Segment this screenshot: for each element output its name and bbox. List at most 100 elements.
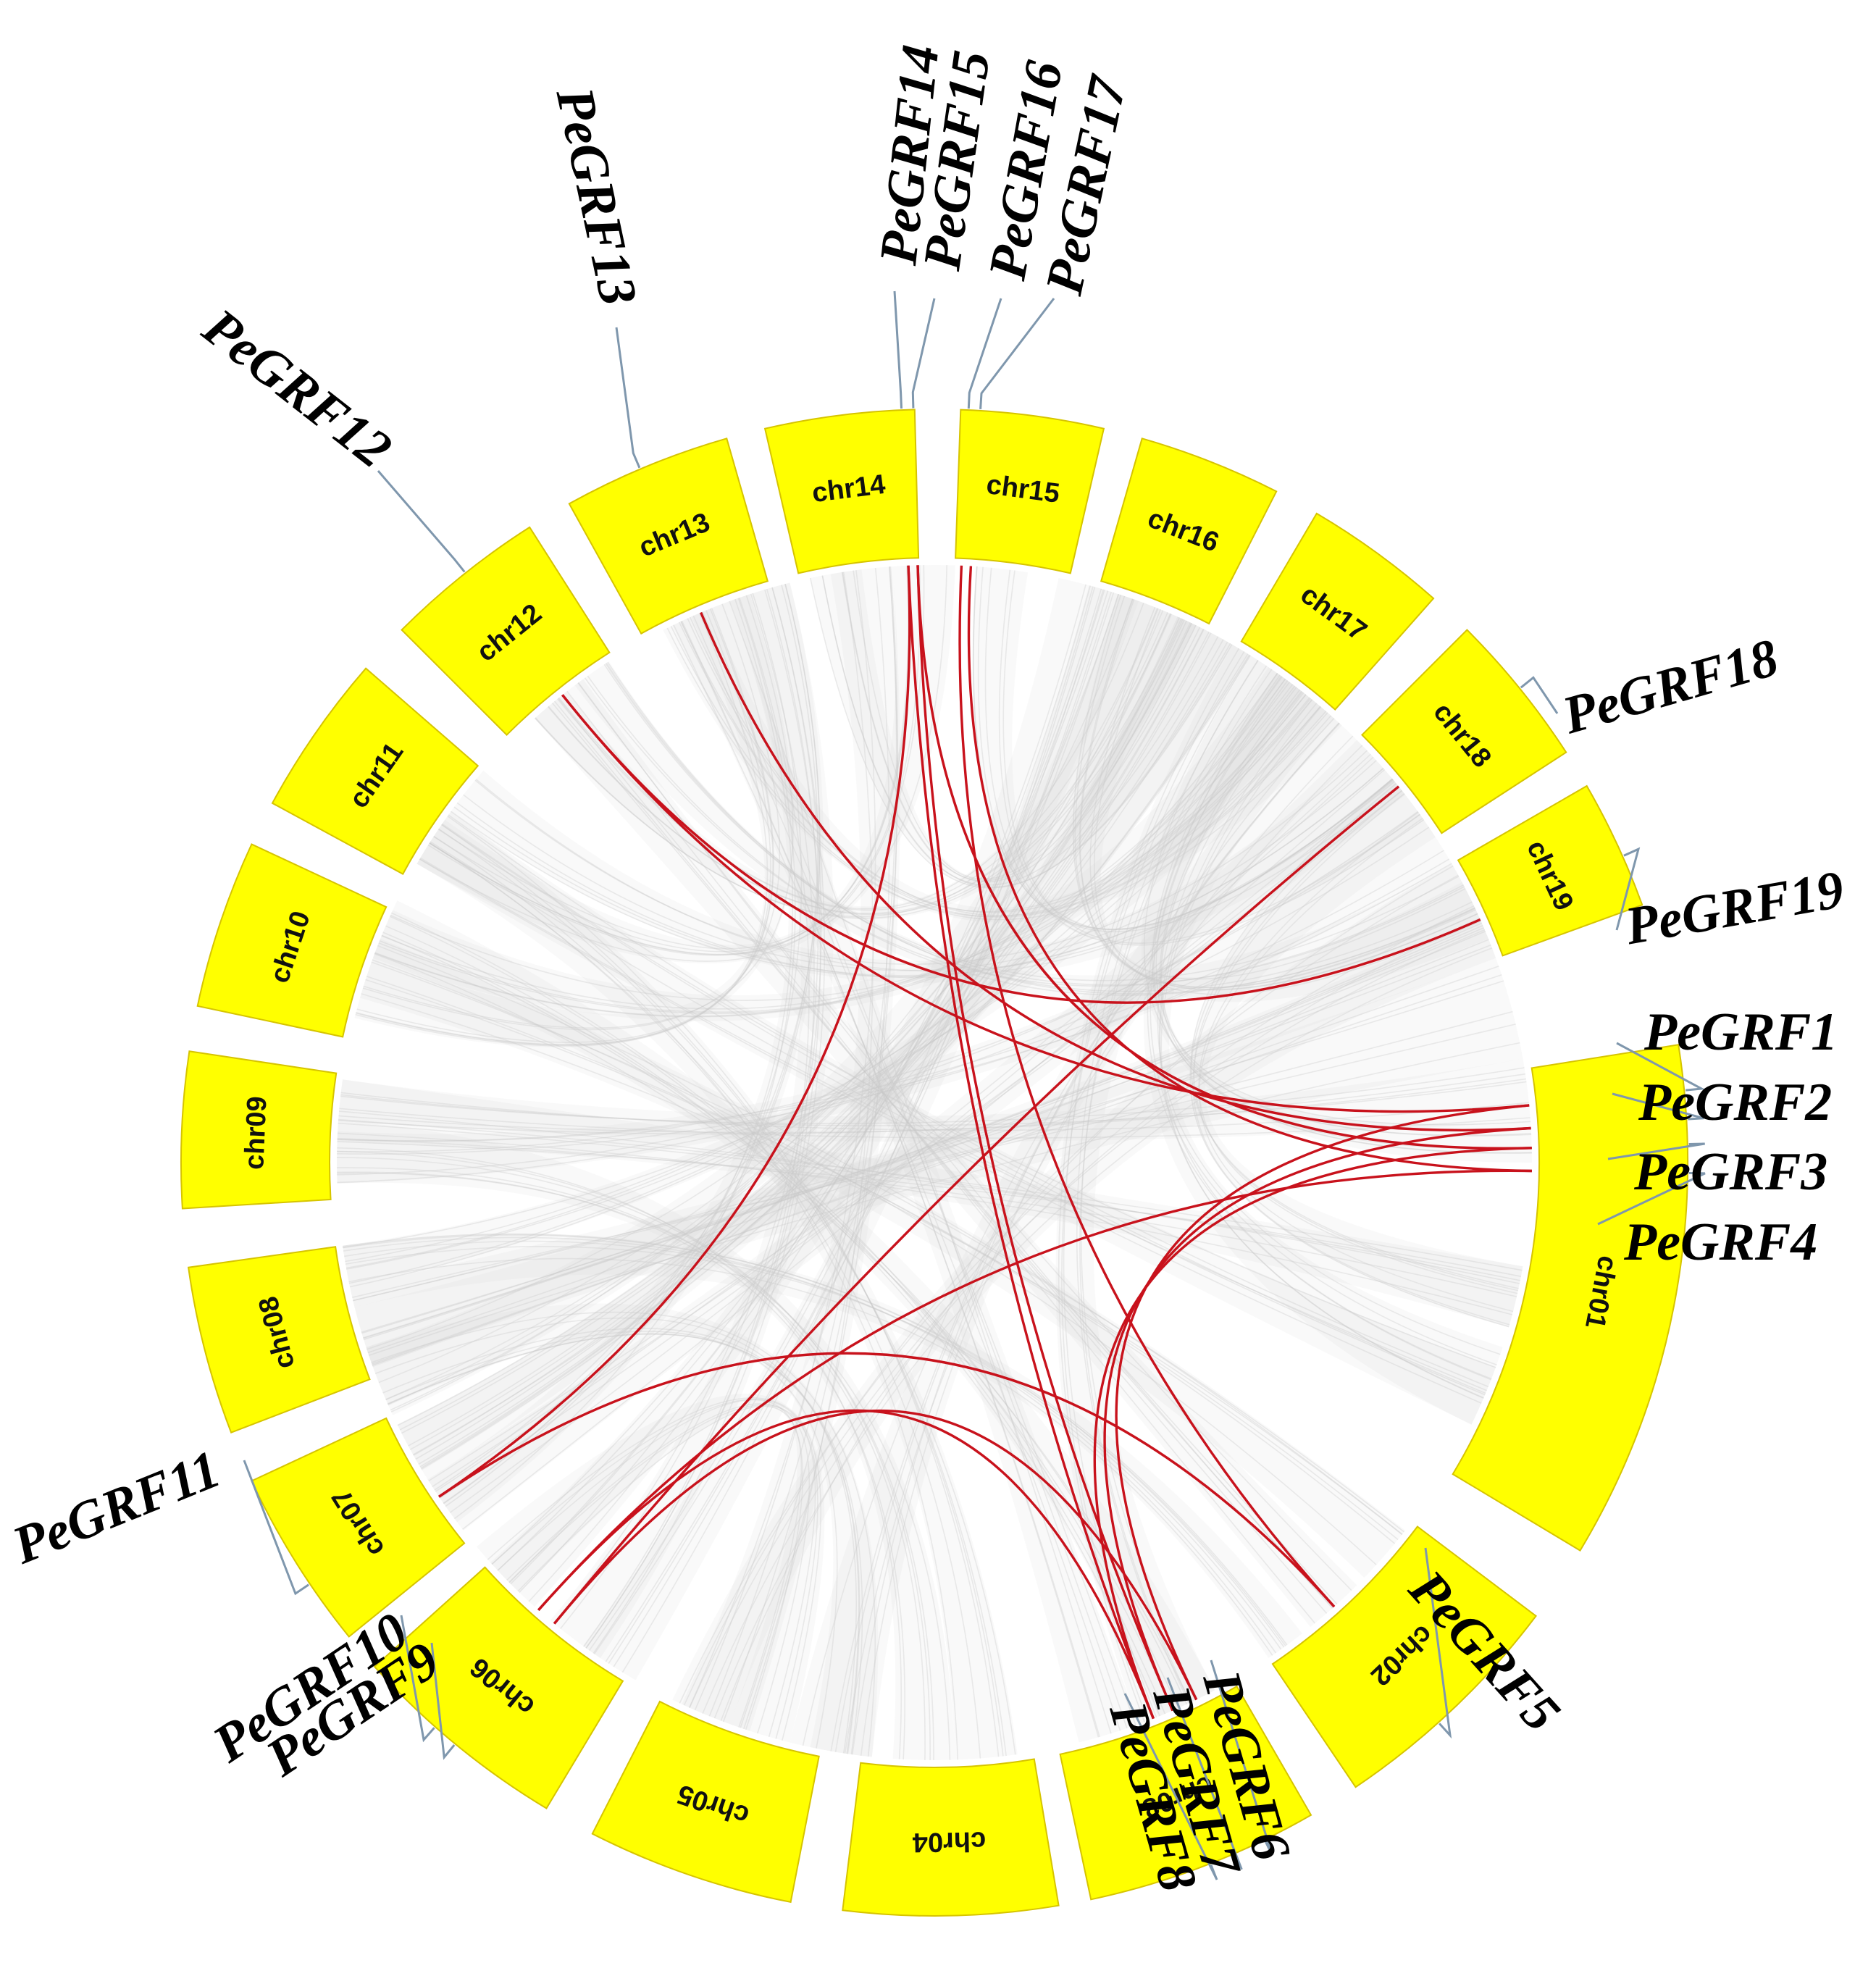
background-link-band: [337, 1079, 1523, 1328]
background-link-line: [972, 566, 1394, 930]
background-link-band: [350, 958, 1523, 1368]
background-link-line: [491, 1398, 818, 1739]
background-link-line: [337, 826, 1430, 1184]
chromosome-chr01: chr01: [1452, 1044, 1688, 1552]
leader-line-PeGRF9: [430, 1642, 456, 1760]
background-link-line: [353, 980, 1504, 1302]
background-link-line: [519, 584, 1086, 1593]
leader-line-PeGRF10: [400, 1615, 435, 1743]
chromosome-chr03: chr03: [1059, 1685, 1312, 1901]
background-link-line: [356, 608, 774, 1043]
chromosome-block: [591, 1700, 820, 1904]
background-link-line: [388, 1334, 863, 1755]
background-link-line: [606, 662, 1460, 981]
background-link-line: [337, 858, 1450, 1155]
chromosome-block: [955, 409, 1105, 574]
background-synteny-links: [336, 564, 1532, 1761]
leader-line-PeGRF11: [243, 1460, 309, 1596]
background-link-line: [688, 566, 897, 1708]
background-link-band: [416, 811, 1496, 1425]
background-link-line: [385, 925, 1160, 1717]
background-link-line: [585, 589, 821, 1649]
chromosome-chr04: chr04: [842, 1758, 1060, 1917]
background-link-band: [397, 616, 1252, 1480]
background-link-band: [416, 564, 955, 964]
background-link-line: [860, 735, 1354, 1756]
leader-line-PeGRF14: [893, 290, 903, 409]
background-link-line: [680, 621, 1307, 913]
background-link-line: [339, 1110, 1520, 1284]
chromosome-chr17: chr17: [1240, 512, 1435, 711]
background-link-band: [810, 569, 1234, 889]
background-link-line: [853, 570, 1184, 880]
background-link-line: [337, 1171, 906, 1759]
chromosome-block: [1271, 1525, 1538, 1788]
gene-leader-lines: [243, 290, 1706, 1880]
background-link-line: [363, 922, 1483, 1339]
background-link-line: [438, 593, 803, 1497]
background-link-line: [447, 815, 1000, 1757]
background-link-line: [553, 700, 1333, 1609]
background-link-line: [441, 824, 1486, 1394]
background-link-line: [809, 577, 1233, 889]
background-link-line: [694, 569, 876, 1711]
gene-label-PeGRF2: PeGRF2: [1638, 1073, 1832, 1132]
background-link-line: [390, 598, 1134, 1412]
background-link-line: [338, 1078, 1527, 1134]
background-link-line: [1074, 595, 1476, 989]
background-link-line: [340, 1067, 1525, 1124]
background-link-line: [670, 626, 1335, 921]
background-link-band: [427, 582, 824, 1523]
background-link-line: [679, 621, 1328, 918]
background-link-line: [365, 979, 1399, 1541]
background-link-line: [348, 684, 1294, 1284]
background-link-line: [346, 698, 1312, 1270]
chromosome-chr16: chr16: [1100, 438, 1278, 625]
background-link-line: [1152, 673, 1532, 1154]
background-link-line: [451, 767, 1384, 978]
chromosome-chr09: chr09: [180, 1050, 338, 1210]
duplication-link-PeGRF11-PeGRF5: [438, 1352, 1336, 1608]
background-link-line: [439, 779, 1394, 1499]
background-link-line: [438, 828, 1007, 1757]
background-link-line: [374, 1317, 857, 1754]
leader-line-PeGRF1: [1616, 1042, 1706, 1092]
background-link-band: [372, 667, 1319, 1021]
background-link-line: [1157, 692, 1501, 1355]
background-link-line: [390, 613, 1171, 1411]
background-link-band: [672, 600, 1139, 1743]
background-link-line: [587, 675, 1475, 996]
background-link-line: [337, 1141, 1522, 1277]
chromosome-label: chr09: [239, 1096, 272, 1171]
background-link-line: [506, 1403, 810, 1734]
background-link-band: [397, 616, 1252, 1470]
background-link-line: [680, 621, 1100, 1738]
chromosome-block: [763, 409, 920, 574]
background-link-line: [548, 613, 1172, 914]
background-link-line: [343, 1233, 1285, 1648]
background-link-line: [371, 1311, 876, 1757]
background-link-line: [1089, 607, 1466, 980]
duplication-link-PeGRF13-PeGRF2: [700, 611, 1531, 1131]
background-link-line: [356, 613, 769, 1046]
background-link-line: [381, 685, 1296, 1010]
leader-line-PeGRF2: [1612, 1092, 1704, 1121]
background-link-line: [834, 723, 1341, 1752]
background-link-line: [428, 786, 1399, 1482]
background-link-line: [337, 863, 1452, 1142]
background-link-line: [841, 572, 1192, 882]
background-link-line: [497, 1399, 803, 1730]
background-link-line: [491, 590, 1109, 1565]
chromosome-block: [271, 667, 480, 875]
background-link-line: [508, 1404, 816, 1738]
background-link-line: [553, 588, 819, 1624]
background-link-line: [361, 944, 1491, 1333]
background-link-line: [337, 1137, 1517, 1297]
chromosome-chr13: chr13: [568, 438, 769, 635]
duplication-link-PeGRF4-PeGRF10: [537, 1169, 1532, 1612]
leader-line-PeGRF8: [1123, 1693, 1218, 1880]
chromosome-chr19: chr19: [1457, 784, 1643, 957]
gene-label-PeGRF3: PeGRF3: [1633, 1142, 1827, 1202]
background-link-line: [338, 1122, 1520, 1281]
